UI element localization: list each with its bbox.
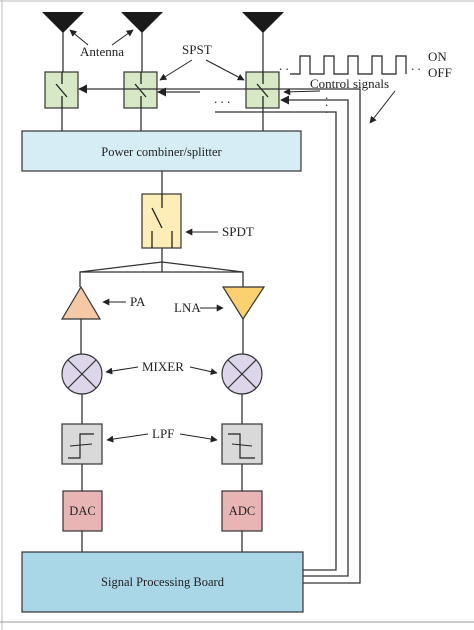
- antenna-1: [42, 12, 84, 72]
- adc-label: ADC: [229, 504, 255, 518]
- pa-label: PA: [130, 294, 146, 309]
- control-pointer-left: [283, 88, 321, 96]
- lpf-pointer-left: [106, 433, 149, 443]
- spdt-label: SPDT: [222, 224, 254, 239]
- lpf-label: LPF: [152, 426, 174, 441]
- mixer-pointer-right: [189, 366, 218, 376]
- off-label: OFF: [428, 65, 452, 80]
- mixer-label: MIXER: [142, 359, 184, 374]
- spst-switch-1: [44, 71, 79, 109]
- spst-pointer-left: [159, 59, 193, 81]
- on-label: ON: [428, 49, 447, 64]
- waveform-trailing-dots: . .: [411, 58, 421, 73]
- waveform-leading-dots: . .: [279, 58, 289, 73]
- control-signals-label: Control signals: [310, 76, 389, 91]
- antenna-3: [242, 12, 284, 72]
- spst-switch-3: [245, 71, 280, 109]
- adc-block: ADC: [221, 490, 263, 532]
- pa-amplifier: [60, 285, 102, 320]
- power-combiner-label: Power combiner/splitter: [101, 145, 222, 159]
- antenna-label: Antenna: [80, 44, 124, 59]
- wire-spdt-branches: [79, 248, 244, 287]
- switch-ellipsis: . . .: [214, 91, 230, 106]
- power-combiner-block: Power combiner/splitter: [21, 130, 302, 172]
- antenna-2: [121, 12, 163, 72]
- lpf-pointer-right: [179, 433, 218, 443]
- spst-pointer-right: [205, 59, 245, 81]
- lpf-left: [61, 423, 103, 465]
- wire-spdt-left: [79, 261, 163, 273]
- wire-spdt-right: [161, 261, 244, 273]
- control-waveform: [290, 55, 407, 75]
- spst-switch-2: [123, 71, 158, 109]
- dac-label: DAC: [69, 504, 95, 518]
- control-vertical-dots-2: .: [325, 94, 328, 109]
- spdt-switch: [141, 193, 182, 249]
- signal-processing-label: Signal Processing Board: [101, 575, 225, 589]
- antenna-pointer-right: [111, 29, 134, 46]
- control-line-1: [78, 84, 361, 584]
- mixer-pointer-left: [105, 366, 139, 375]
- control-line-2: [280, 95, 349, 577]
- signal-processing-board: Signal Processing Board: [21, 551, 304, 613]
- control-vertical-dots-3: .: [325, 101, 328, 116]
- mixer-right: [221, 353, 263, 395]
- control-line-3: [215, 111, 337, 571]
- lpf-right: [221, 423, 263, 465]
- lna-amplifier: [221, 286, 266, 321]
- mixer-left: [61, 353, 103, 395]
- control-pointer-right: [369, 90, 396, 124]
- antenna-pointer-left: [69, 29, 89, 46]
- spst-label: SPST: [182, 42, 212, 57]
- lna-label: LNA: [174, 300, 201, 315]
- control-vertical-dots: .: [325, 87, 328, 102]
- dac-block: DAC: [62, 490, 103, 532]
